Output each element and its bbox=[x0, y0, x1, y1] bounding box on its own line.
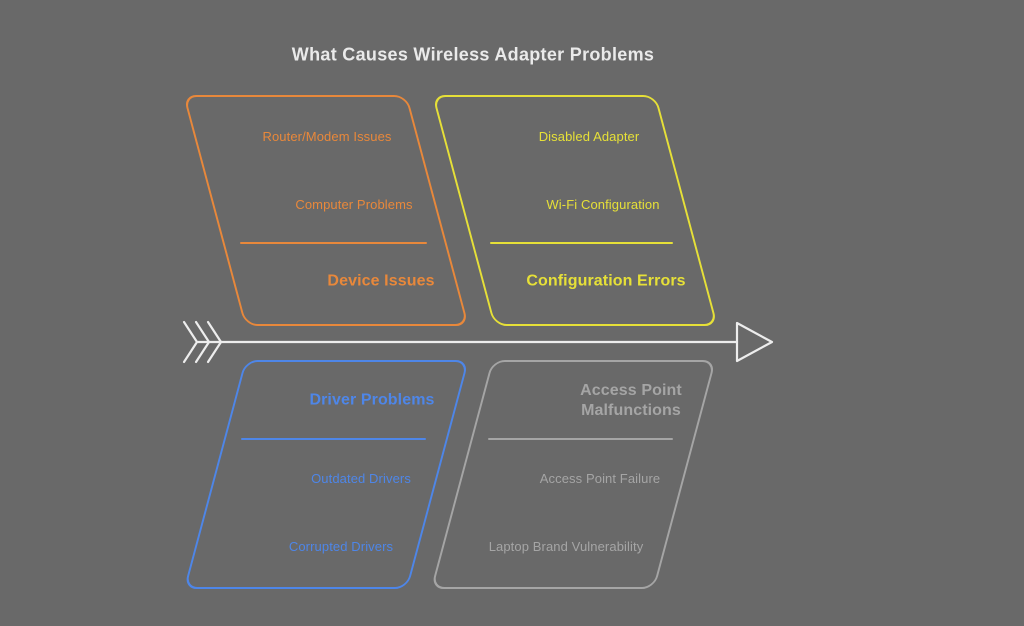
cause-item: Outdated Drivers bbox=[311, 471, 411, 487]
cause-item: Laptop Brand Vulnerability bbox=[488, 539, 644, 555]
divider-line bbox=[488, 438, 673, 440]
cause-item: Computer Problems bbox=[295, 197, 413, 213]
category-label: Driver Problems bbox=[309, 391, 435, 409]
category-label: Configuration Errors bbox=[526, 272, 686, 290]
cause-item: Disabled Adapter bbox=[538, 129, 640, 145]
cause-item: Corrupted Drivers bbox=[288, 539, 394, 555]
category-label: Access Point Malfunctions bbox=[580, 382, 682, 419]
cause-item: Wi-Fi Configuration bbox=[546, 197, 660, 213]
cause-item: Access Point Failure bbox=[539, 471, 661, 487]
divider-line bbox=[241, 438, 426, 440]
cause-item: Router/Modem Issues bbox=[262, 129, 392, 145]
fishbone-spine-arrow bbox=[182, 320, 774, 364]
category-label: Device Issues bbox=[327, 272, 435, 290]
divider-line bbox=[490, 242, 673, 244]
divider-line bbox=[240, 242, 427, 244]
diagram-title: What Causes Wireless Adapter Problems bbox=[291, 44, 655, 65]
arrowhead-icon bbox=[735, 321, 774, 363]
